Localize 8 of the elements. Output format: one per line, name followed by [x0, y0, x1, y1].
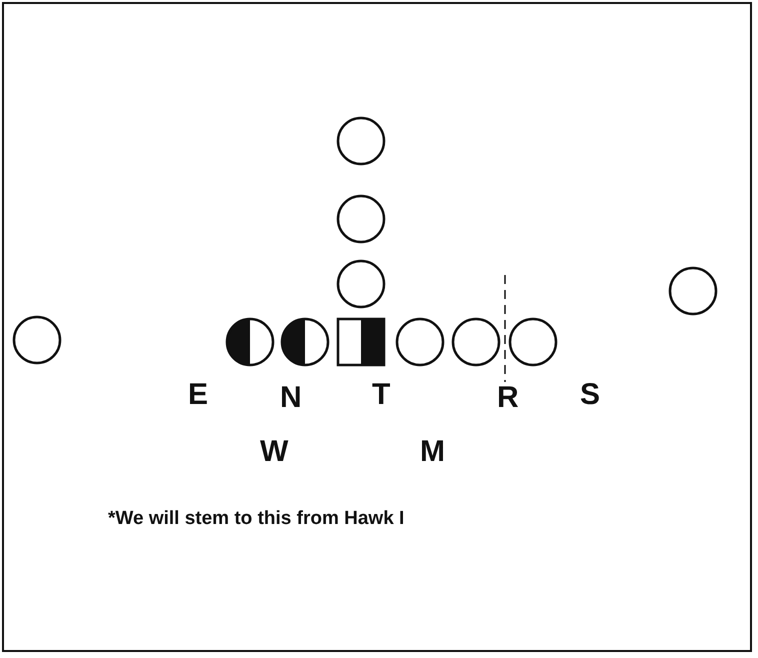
- position-letter: E: [188, 380, 208, 410]
- position-letter: M: [420, 437, 445, 467]
- position-letter: N: [280, 383, 302, 413]
- position-letter: W: [260, 437, 288, 467]
- position-letter: R: [497, 383, 519, 413]
- position-letter: T: [372, 380, 390, 410]
- position-letter: S: [580, 380, 600, 410]
- note-text: *We will stem to this from Hawk I: [108, 508, 404, 530]
